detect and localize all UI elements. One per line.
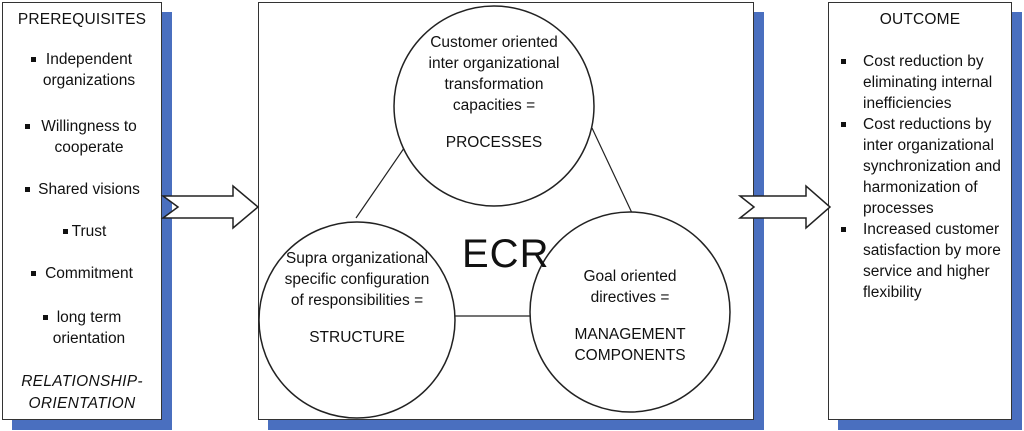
outcome-item-text: Cost reductions by inter organizational … [863,116,1001,217]
prereq-item-text: Commitment [45,265,133,282]
management-circle [529,211,731,413]
list-item: Commitment [3,263,161,284]
structure-description: Supra organizational specific configurat… [284,250,430,309]
management-circle-text: Goal oriented directives = MANAGEMENT CO… [553,266,707,366]
prerequisites-title: PREREQUISITES [17,11,147,28]
management-label: MANAGEMENT COMPONENTS [574,326,686,364]
ecr-label: ECR [462,232,550,276]
list-item: long term orientation [3,307,161,349]
bullet-icon [841,59,846,64]
prerequisites-panel: PREREQUISITES Independent organizations … [2,2,162,420]
structure-circle-text: Supra organizational specific configurat… [277,248,437,348]
list-item: Trust [3,221,161,242]
list-item: Willingness to cooperate [3,116,161,158]
arrow-right-icon [160,184,260,230]
list-item: Increased customer satisfaction by more … [837,219,1007,303]
connector-line [355,137,412,219]
structure-label: STRUCTURE [309,329,405,346]
bullet-icon [25,187,30,192]
prereq-item-text: Shared visions [38,181,140,198]
outcome-item-text: Cost reduction by eliminating internal i… [863,53,993,112]
bullet-icon [31,271,36,276]
arrow-right-icon [737,184,832,230]
outcome-panel: OUTCOME Cost reduction by eliminating in… [828,2,1012,420]
prereq-item-text: Trust [71,223,107,240]
relationship-orientation-label: RELATIONSHIP-ORIENTATION [21,373,143,412]
bullet-icon [31,57,36,62]
prereq-item-text: Willingness to cooperate [41,118,137,156]
list-item: Cost reduction by eliminating internal i… [837,51,1007,114]
bullet-icon [25,124,30,129]
prereq-item-text: long term orientation [52,309,126,347]
prereq-item-text: Independent organizations [42,51,136,89]
list-item: Cost reductions by inter organizational … [837,114,1007,219]
outcome-item-text: Increased customer satisfaction by more … [863,221,1001,301]
processes-circle-text: Customer oriented inter organizational t… [404,32,584,153]
processes-description: Customer oriented inter organizational t… [428,34,560,114]
bullet-icon [63,229,68,234]
list-item: Independent organizations [3,49,161,91]
list-item: Shared visions [3,179,161,200]
management-description: Goal oriented directives = [583,268,677,306]
structure-circle [258,221,456,419]
bullet-icon [841,122,846,127]
processes-label: PROCESSES [445,134,543,151]
outcome-list: Cost reduction by eliminating internal i… [837,51,1007,303]
bullet-icon [43,315,48,320]
processes-circle [393,5,595,207]
outcome-title: OUTCOME [879,11,961,28]
connector-line [591,127,633,214]
bullet-icon [841,227,846,232]
